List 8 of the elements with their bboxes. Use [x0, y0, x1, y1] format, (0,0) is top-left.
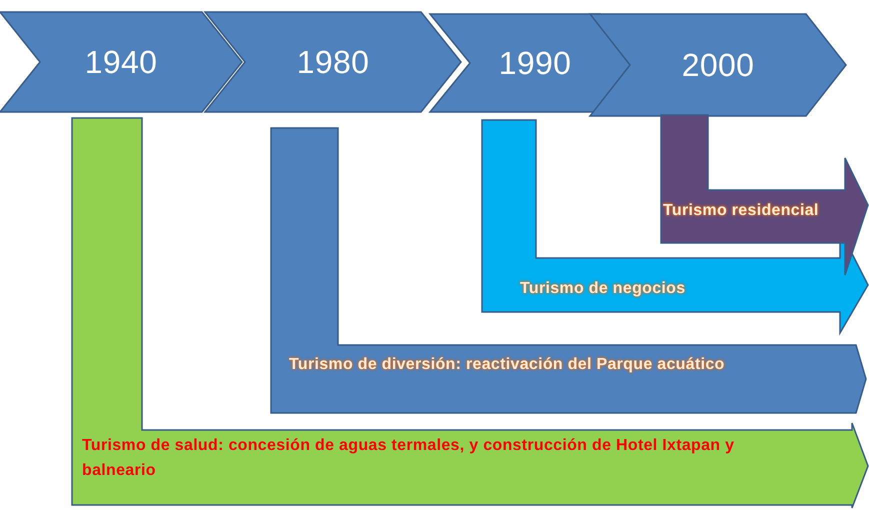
period-description: Turismo residencial [663, 201, 820, 221]
year-label: 2000 [680, 49, 756, 81]
period-description: Turismo de salud: concesión de aguas termales, y construcción de Hotel Ixtapan y balneario [82, 436, 736, 481]
year-label: 1990 [498, 47, 572, 79]
period-description: Turismo de diversión: reactivación del Parque acuático [289, 355, 726, 375]
period-description: Turismo de negocios [520, 279, 686, 299]
year-label: 1980 [296, 46, 370, 78]
year-label: 1940 [84, 46, 158, 78]
